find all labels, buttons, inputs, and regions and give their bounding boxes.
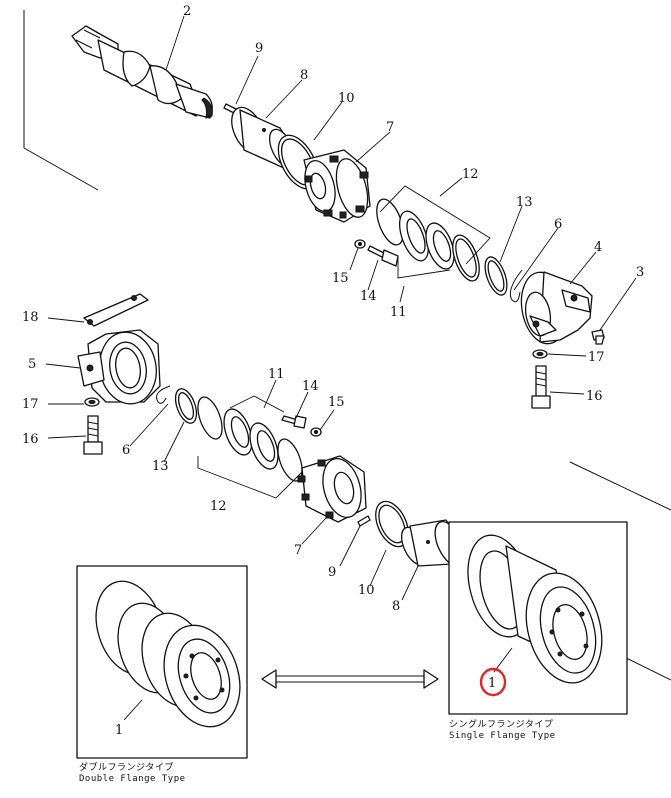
leader-lines [45, 15, 637, 601]
callout-2[interactable]: 2 [183, 4, 191, 19]
plate-part-18[interactable] [83, 293, 149, 327]
washer-part-17a[interactable] [532, 349, 548, 359]
callout-13a[interactable]: 13 [516, 195, 533, 210]
callout-13b[interactable]: 13 [152, 459, 169, 474]
callout-3[interactable]: 3 [636, 265, 644, 280]
callout-12b[interactable]: 12 [210, 499, 227, 514]
callout-14a[interactable]: 14 [360, 289, 377, 304]
double-flange-caption-en: Double Flange Type [79, 774, 186, 784]
double-flange-roller[interactable] [85, 572, 253, 736]
callout-17a[interactable]: 17 [588, 350, 605, 365]
highlight-circle [479, 667, 507, 697]
collar-part-7a[interactable] [300, 149, 374, 223]
bolt-part-14a[interactable] [367, 245, 399, 267]
shaft-part[interactable] [71, 25, 213, 119]
collar-part-7b[interactable] [297, 454, 367, 523]
bracket-12a [379, 185, 491, 279]
callout-7a[interactable]: 7 [386, 120, 394, 135]
callout-8a[interactable]: 8 [300, 68, 308, 83]
double-flange-panel [76, 565, 253, 759]
callout-6a[interactable]: 6 [554, 217, 562, 232]
washer-part-15b[interactable] [310, 427, 322, 437]
callout-1-double[interactable]: 1 [115, 723, 123, 738]
callout-12a[interactable]: 12 [462, 167, 479, 182]
bracket-12b [197, 395, 305, 499]
callout-16a[interactable]: 16 [586, 389, 603, 404]
wire-ring-part-6a[interactable] [509, 269, 523, 303]
plug-part-3[interactable] [591, 329, 605, 345]
callout-6b[interactable]: 6 [122, 443, 130, 458]
bolt-part-14b[interactable] [281, 415, 307, 429]
callout-16b[interactable]: 16 [22, 432, 39, 447]
callout-18[interactable]: 18 [22, 310, 39, 325]
wire-ring-part-6b[interactable] [156, 385, 171, 404]
cover-part-5[interactable] [77, 328, 162, 409]
single-flange-caption-jp: シングルフランジタイプ [449, 718, 553, 730]
callout-10a[interactable]: 10 [338, 91, 355, 106]
callout-9b[interactable]: 9 [328, 565, 336, 580]
callout-7b[interactable]: 7 [294, 543, 302, 558]
snap-ring-part-13b[interactable] [171, 386, 200, 426]
double-flange-caption-jp: ダブルフランジタイプ [79, 761, 174, 773]
pin-part-9b[interactable] [357, 515, 371, 527]
single-flange-roller[interactable] [458, 528, 614, 691]
single-flange-panel [448, 521, 628, 715]
bolt-part-16b[interactable] [83, 415, 103, 455]
seal-set-part-12a[interactable] [371, 196, 484, 285]
callout-11b[interactable]: 11 [268, 367, 285, 382]
callout-15a[interactable]: 15 [332, 271, 349, 286]
callout-4[interactable]: 4 [594, 240, 602, 255]
callout-5[interactable]: 5 [28, 357, 36, 372]
callout-8b[interactable]: 8 [392, 599, 400, 614]
single-flange-caption-en: Single Flange Type [449, 731, 556, 741]
callouts: 2 9 8 10 7 12 13 6 4 3 15 14 11 17 16 18… [22, 4, 644, 738]
cover-part-4[interactable] [516, 269, 593, 348]
washer-part-17b[interactable] [84, 397, 100, 407]
bolt-part-16a[interactable] [531, 365, 551, 409]
o-ring-part-10b[interactable] [369, 496, 415, 551]
seal-set-part-12b[interactable] [193, 394, 307, 484]
callout-14b[interactable]: 14 [302, 379, 319, 394]
callout-15b[interactable]: 15 [328, 395, 345, 410]
callout-9a[interactable]: 9 [255, 41, 263, 56]
interchange-arrow [261, 669, 439, 689]
callout-17b[interactable]: 17 [22, 397, 39, 412]
snap-ring-part-13a[interactable] [481, 254, 512, 298]
callout-11a[interactable]: 11 [390, 305, 407, 320]
callout-1-single[interactable]: 1 [488, 676, 496, 691]
washer-part-15a[interactable] [354, 239, 366, 249]
callout-10b[interactable]: 10 [358, 583, 375, 598]
captions: ダブルフランジタイプ Double Flange Type シングルフランジタイ… [79, 718, 556, 784]
